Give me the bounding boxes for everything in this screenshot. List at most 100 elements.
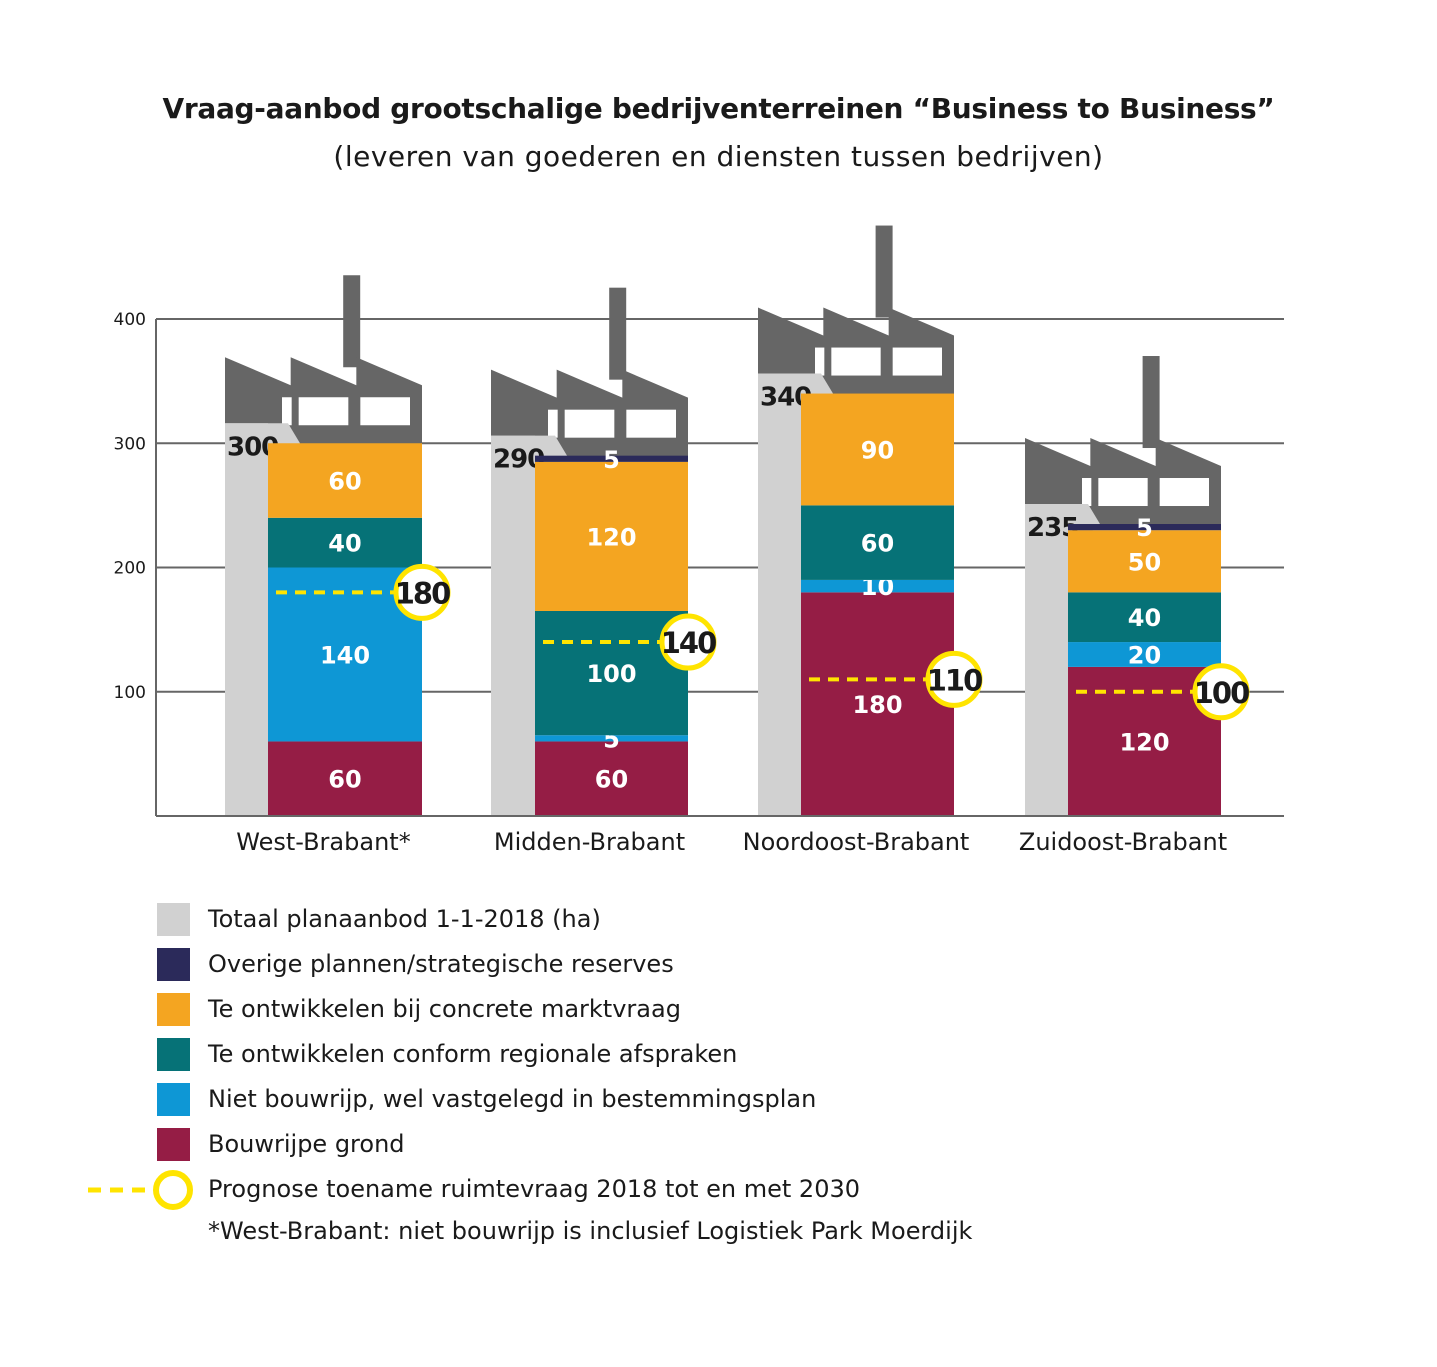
bar-segment-bouwrijp (801, 592, 954, 816)
data-label: 60 (328, 468, 361, 496)
factory-window-icon (815, 347, 825, 376)
factory-icon (225, 275, 422, 446)
prognose-circle (393, 563, 451, 621)
factory-icon (491, 287, 688, 458)
bar-segment-regionaal (1068, 592, 1221, 643)
data-label: 50 (1128, 548, 1161, 576)
bar-segment-overige (1068, 524, 1221, 531)
legend-item-overige: Overige plannen/strategische reserves (157, 946, 674, 982)
prognose-circle (659, 613, 717, 671)
y-tick-label: 100 (114, 683, 146, 703)
legend-item-totaal: Totaal planaanbod 1-1-2018 (ha) (157, 901, 601, 937)
legend-swatch-overige (157, 947, 190, 981)
factory-window-icon (1159, 478, 1209, 507)
prognose-legend-marker (88, 1170, 193, 1210)
factory-window-icon (626, 409, 676, 438)
legend-swatch-niet_bouwrijp (157, 1082, 190, 1116)
axis: 100 200 300 400 (114, 310, 1284, 817)
bar-segment-niet_bouwrijp (535, 735, 688, 742)
legend-swatch-regionaal (157, 1037, 190, 1071)
data-label: 90 (861, 436, 894, 464)
bar-segment-regionaal (268, 517, 422, 568)
total-bar (1025, 504, 1068, 816)
legend-label-bouwrijp: Bouwrijpe grond (208, 1130, 405, 1158)
factory-window-icon (298, 397, 349, 426)
legend-label-niet_bouwrijp: Niet bouwrijp, wel vastgelegd in bestemm… (208, 1085, 817, 1113)
data-label: 140 (320, 641, 370, 669)
prognose-circle-icon (153, 1170, 193, 1210)
x-tick-label: Noordoost-Brabant (743, 828, 970, 856)
data-label: 120 (1119, 728, 1169, 756)
bar-segment-niet_bouwrijp (801, 579, 954, 593)
chart-subtitle: (leveren van goederen en diensten tussen… (333, 140, 1104, 173)
factory-window-icon (831, 347, 881, 376)
x-tick-label: Midden-Brabant (494, 828, 685, 856)
x-tick-label: West-Brabant* (236, 828, 410, 856)
legend-swatch-bouwrijp (157, 1127, 190, 1161)
legend-item-prognose: Prognose toename ruimtevraag 2018 tot en… (208, 1171, 860, 1207)
factory-window-icon (892, 347, 942, 376)
data-label: 60 (328, 766, 361, 794)
prognose-label: 140 (661, 626, 716, 660)
prognose-circle (1192, 663, 1250, 721)
chimney-icon (1142, 356, 1160, 449)
x-tick-label: Zuidoost-Brabant (1019, 828, 1227, 856)
bar-segment-regionaal (801, 505, 954, 580)
factory-window-icon (548, 409, 558, 438)
chimney-icon (343, 275, 361, 368)
legend-item-niet_bouwrijp: Niet bouwrijp, wel vastgelegd in bestemm… (157, 1081, 816, 1117)
bar-segment-overige (535, 455, 688, 462)
legend-item-marktvraag: Te ontwikkelen bij concrete marktvraag (157, 991, 681, 1027)
data-label: 5 (603, 446, 620, 474)
factory-window-icon (1098, 478, 1148, 507)
y-tick-label: 300 (114, 434, 146, 454)
data-label: 40 (328, 530, 361, 558)
legend-swatch-totaal (157, 902, 190, 936)
legend-label-regionaal: Te ontwikkelen conform regionale afsprak… (208, 1040, 738, 1068)
data-label: 60 (861, 530, 894, 558)
prognose-circle (925, 650, 983, 708)
factory-window-icon (282, 397, 292, 426)
chart-title: Vraag-aanbod grootschalige bedrijventerr… (162, 92, 1275, 125)
bar-segment-marktvraag (535, 461, 688, 611)
bar-segment-marktvraag (801, 393, 954, 506)
legend-item-regionaal: Te ontwikkelen conform regionale afsprak… (157, 1036, 737, 1072)
data-label: 100 (586, 660, 636, 688)
total-bar (758, 373, 801, 816)
chimney-icon (875, 225, 893, 318)
factory-icon (758, 225, 954, 396)
prognose-label: 180 (395, 576, 450, 610)
data-label: 120 (586, 523, 636, 551)
bar-segment-marktvraag (1068, 530, 1221, 593)
data-label: 5 (1136, 514, 1153, 542)
data-label: 40 (1128, 604, 1161, 632)
total-bar (225, 423, 268, 816)
prognose-label: 110 (927, 663, 982, 697)
legend-label-overige: Overige plannen/strategische reserves (208, 950, 674, 978)
legend-item-bouwrijp: Bouwrijpe grond (157, 1126, 405, 1162)
legend-label-prognose: Prognose toename ruimtevraag 2018 tot en… (208, 1175, 861, 1203)
y-tick-label: 400 (114, 310, 146, 330)
bar-groups: 300601404060180West-Brabant*290605100120… (225, 225, 1251, 856)
factory-window-icon (564, 409, 615, 438)
factory-icon (1025, 356, 1221, 527)
bar-segment-bouwrijp (268, 741, 422, 816)
total-bar (491, 435, 535, 816)
legend-swatch-marktvraag (157, 992, 190, 1026)
bar-segment-bouwrijp (535, 741, 688, 816)
data-label: 180 (852, 691, 902, 719)
chimney-icon (609, 287, 627, 380)
legend-label-totaal: Totaal planaanbod 1-1-2018 (ha) (208, 905, 601, 933)
data-label: 20 (1128, 641, 1161, 669)
factory-window-icon (1082, 478, 1092, 507)
stacked-bar-chart: 300601404060180West-Brabant*290605100120… (114, 225, 1284, 856)
footnote: *West-Brabant: niet bouwrijp is inclusie… (208, 1217, 973, 1245)
bar-segment-marktvraag (268, 443, 422, 518)
prognose-label: 100 (1194, 676, 1249, 710)
y-tick-label: 200 (114, 559, 146, 579)
legend-label-marktvraag: Te ontwikkelen bij concrete marktvraag (208, 995, 681, 1023)
data-label: 60 (595, 766, 628, 794)
